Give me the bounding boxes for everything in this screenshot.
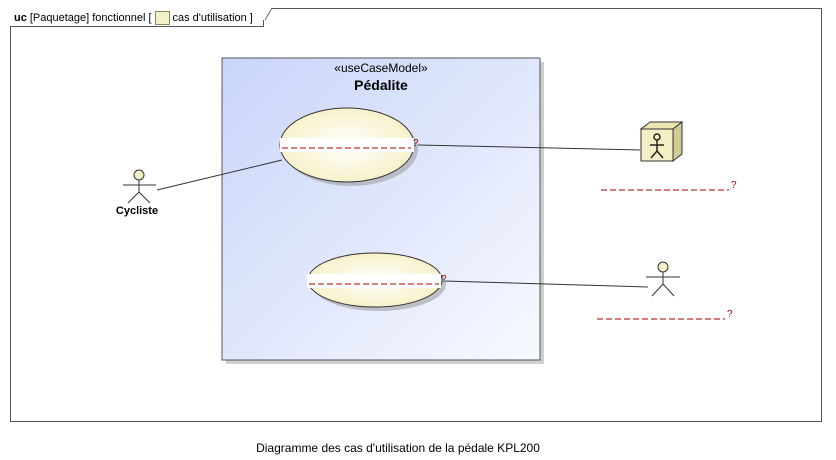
use-case-1-missing-marker: ? [413,138,419,149]
use-case-2-name-box [307,274,441,288]
actor-system-missing-marker: ? [731,180,737,191]
system-actor-icon [650,133,664,159]
stick-figure-icon [646,261,680,297]
diagram-name: cas d'utilisation [172,11,247,24]
use-case-1-name-box [280,138,414,152]
subject-name: Pédalite [354,77,408,93]
association-uc1-system-actor[interactable] [417,144,641,151]
association-cycliste-uc1[interactable] [156,159,283,191]
use-case-1[interactable]: ? [279,107,419,186]
diagram-kind: uc [14,11,27,24]
actor-unnamed[interactable]: ? [597,261,733,320]
diagram-caption: Diagramme des cas d'utilisation de la pé… [256,441,540,455]
diagram-frame-tab: uc [Paquetage] fonctionnel [ cas d'utili… [10,8,264,27]
actor-system[interactable]: ? [601,120,737,191]
subject-stereotype: «useCaseModel» [334,61,428,75]
bracket-close: ] [249,11,253,24]
use-case-diagram-icon [154,10,170,25]
bracket-open: [ [148,11,152,24]
actor-cycliste[interactable]: Cycliste [116,169,158,217]
actor-cycliste-label: Cycliste [116,205,158,217]
diagram-package: [Paquetage] fonctionnel [29,11,146,24]
association-uc2-actor[interactable] [443,280,649,288]
actor-unnamed-missing-marker: ? [727,309,733,320]
use-case-2-missing-marker: ? [441,274,447,285]
use-case-2[interactable]: ? [307,252,447,311]
subject-boundary[interactable]: «useCaseModel» Pédalite [221,57,544,364]
stick-figure-icon [123,169,156,204]
